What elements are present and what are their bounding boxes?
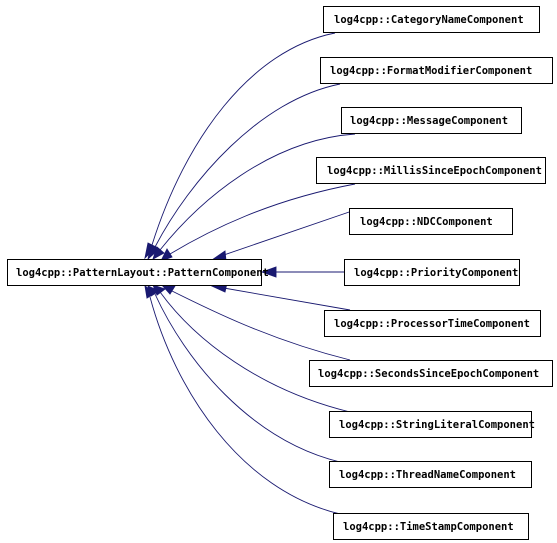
node-box [324,310,541,337]
edge-category-name [151,32,336,246]
node-seconds-since-epoch-component[interactable]: log4cpp::SecondsSinceEpochComponent [309,360,553,387]
node-label: log4cpp::PatternLayout::PatternComponent [16,267,269,279]
node-box [341,107,522,134]
node-label: log4cpp::NDCComponent [360,216,493,228]
node-thread-name-component[interactable]: log4cpp::ThreadNameComponent [329,461,532,488]
node-label: log4cpp::MessageComponent [350,115,508,127]
edge-processor-time [217,286,351,311]
node-message-component[interactable]: log4cpp::MessageComponent [341,107,522,134]
node-format-modifier-component[interactable]: log4cpp::FormatModifierComponent [320,57,553,84]
node-box [333,513,529,540]
node-ndc-component[interactable]: log4cpp::NDCComponent [349,208,513,235]
node-box [309,360,553,387]
edge-format-modifier [154,83,341,248]
node-box [329,411,532,438]
node-label: log4cpp::MillisSinceEpochComponent [327,165,542,177]
node-timestamp-component[interactable]: log4cpp::TimeStampComponent [333,513,529,540]
node-box [344,259,520,286]
edge-ndc [217,209,356,258]
node-label: log4cpp::ThreadNameComponent [339,469,516,481]
node-box [7,259,262,286]
edge-message [159,133,356,251]
node-label: log4cpp::StringLiteralComponent [339,419,535,431]
node-label: log4cpp::PriorityComponent [354,267,518,279]
arrowhead-priority [260,266,277,278]
node-label: log4cpp::TimeStampComponent [343,521,514,533]
arrowhead-timestamp [144,285,156,299]
node-box [329,461,532,488]
class-nodes: log4cpp::PatternLayout::PatternComponent… [7,6,553,540]
node-processor-time-component[interactable]: log4cpp::ProcessorTimeComponent [324,310,541,337]
node-box [323,6,540,33]
arrowhead-message [152,246,165,260]
edge-thread-name [154,293,341,463]
edge-seconds-since-epoch [169,289,351,361]
node-pattern-component[interactable]: log4cpp::PatternLayout::PatternComponent [7,259,269,286]
node-label: log4cpp::CategoryNameComponent [334,14,524,26]
node-category-name-component[interactable]: log4cpp::CategoryNameComponent [323,6,540,33]
node-label: log4cpp::FormatModifierComponent [330,65,532,77]
node-label: log4cpp::ProcessorTimeComponent [334,318,530,330]
node-millis-since-epoch-component[interactable]: log4cpp::MillisSinceEpochComponent [316,157,546,184]
node-box [316,157,546,184]
node-box [349,208,513,235]
node-box [320,57,553,84]
edge-timestamp [149,296,341,515]
edge-string-literal [159,291,351,413]
node-string-literal-component[interactable]: log4cpp::StringLiteralComponent [329,411,535,438]
node-label: log4cpp::SecondsSinceEpochComponent [318,368,539,380]
node-priority-component[interactable]: log4cpp::PriorityComponent [344,259,520,286]
edge-millis-since-epoch [169,183,356,255]
